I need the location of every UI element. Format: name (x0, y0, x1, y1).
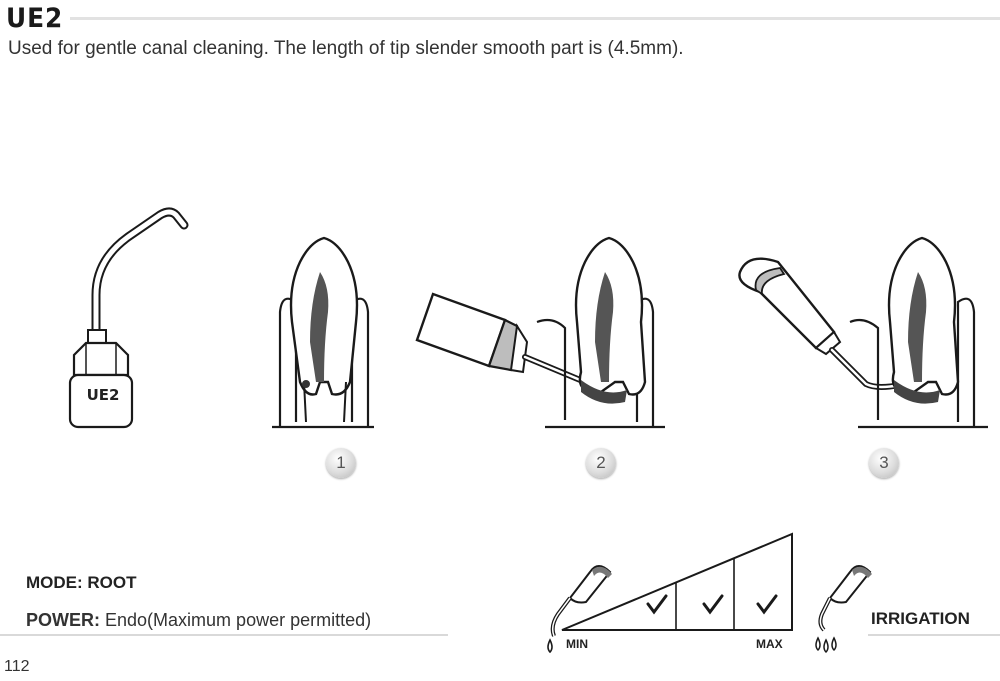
page-number: 112 (4, 658, 30, 675)
power-scale-chart (547, 532, 872, 654)
footer-divider-left (0, 634, 448, 636)
product-description: Used for gentle canal cleaning. The leng… (8, 38, 684, 59)
step-number-3: 3 (869, 448, 899, 478)
tooth-step-1-illustration (272, 236, 374, 429)
product-title: UE2 (6, 3, 64, 34)
step-number-1: 1 (326, 448, 356, 478)
title-divider (70, 17, 1000, 20)
tip-illustration (68, 207, 189, 429)
scale-min-label: MIN (566, 637, 588, 651)
power-value: Endo(Maximum power permitted) (105, 610, 372, 630)
tip-label: UE2 (86, 386, 120, 404)
scale-max-label: MAX (756, 637, 783, 651)
tooth-step-3-illustration (738, 236, 988, 429)
power-label: POWER: (26, 610, 100, 630)
power-setting: POWER: Endo(Maximum power permitted) (26, 610, 371, 631)
mode-setting: MODE: ROOT (26, 573, 137, 592)
step-number-2: 2 (586, 448, 616, 478)
footer-divider-right (868, 634, 1000, 636)
irrigation-label: IRRIGATION (871, 609, 970, 628)
tooth-step-2-illustration (415, 236, 665, 429)
